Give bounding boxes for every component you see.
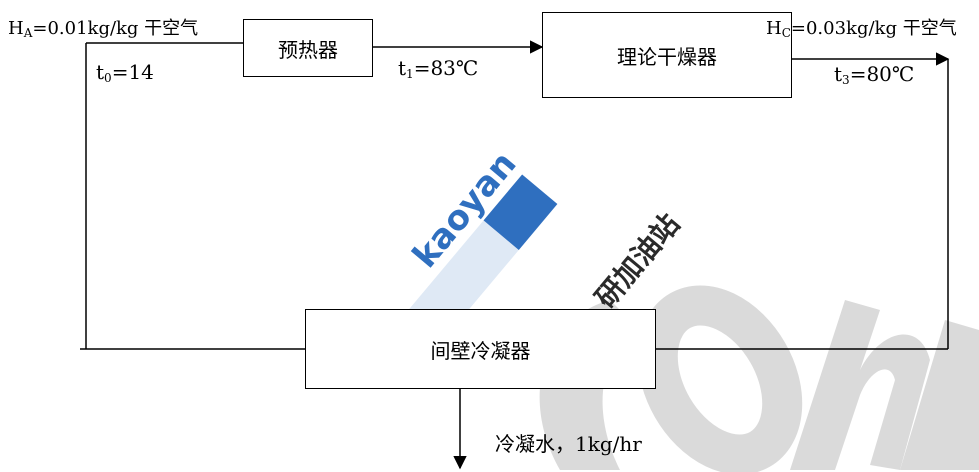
preheater-box: 预热器 <box>243 19 373 77</box>
t3-label: t3=80℃ <box>834 62 915 87</box>
inlet-humidity-label: HA=0.01kg/kg 干空气 <box>8 18 199 40</box>
preheater-label: 预热器 <box>278 37 338 62</box>
outlet-humidity-label: HC=0.03kg/kg 干空气 <box>766 18 957 40</box>
condensate-label: 冷凝水，1kg/hr <box>495 432 642 456</box>
dryer-label: 理论干燥器 <box>617 44 717 69</box>
condenser-box: 间壁冷凝器 <box>305 309 656 389</box>
watermark-badge <box>400 174 558 350</box>
t1-label: t1=83℃ <box>398 56 479 81</box>
condenser-label: 间壁冷凝器 <box>430 338 531 363</box>
dryer-box: 理论干燥器 <box>542 12 792 98</box>
t0-label: t0=14 <box>96 60 154 85</box>
